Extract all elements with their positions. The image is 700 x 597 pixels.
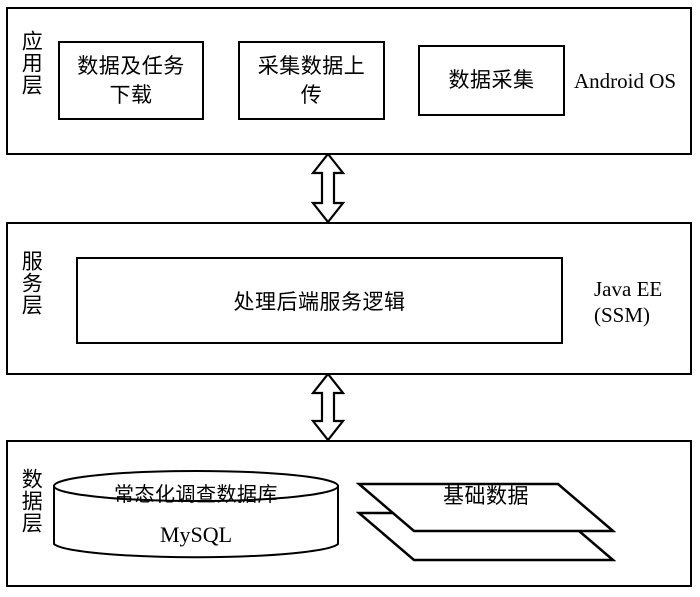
android-os-caption: Android OS	[574, 69, 677, 93]
module-label-data-collection: 数据采集	[448, 68, 535, 93]
java-ee-caption: Java EE (SSM)	[594, 276, 662, 329]
module-box-data-and-task-download: 数据及任务下载	[58, 41, 204, 120]
database-cylinder-icon	[53, 470, 339, 560]
basic-data-sheets-icon	[356, 453, 616, 565]
module-label-data-and-task-download: 数据及任务下载	[76, 52, 185, 108]
module-label-line2: 据上传	[300, 54, 366, 107]
data-layer-label: 数据层	[19, 468, 44, 534]
module-label-line2: 务下载	[109, 54, 185, 107]
service-logic-label: 处理后端服务逻辑	[233, 289, 406, 314]
module-box-collected-data-upload: 采集数据上传	[238, 41, 385, 120]
java-ee-caption-line2: (SSM)	[594, 303, 651, 328]
service-layer-label: 服务层	[19, 250, 44, 316]
app-to-service-arrow	[310, 153, 346, 223]
service-logic-box: 处理后端服务逻辑	[76, 257, 563, 344]
module-box-data-collection: 数据采集	[418, 45, 565, 116]
service-to-data-arrow	[310, 373, 346, 441]
module-label-line1: 采集数	[257, 54, 323, 79]
java-ee-caption-line1: Java EE	[594, 277, 663, 301]
application-layer-label: 应用层	[19, 30, 44, 96]
module-label-line1: 数据及任	[77, 54, 164, 79]
module-label-collected-data-upload: 采集数据上传	[257, 52, 366, 108]
